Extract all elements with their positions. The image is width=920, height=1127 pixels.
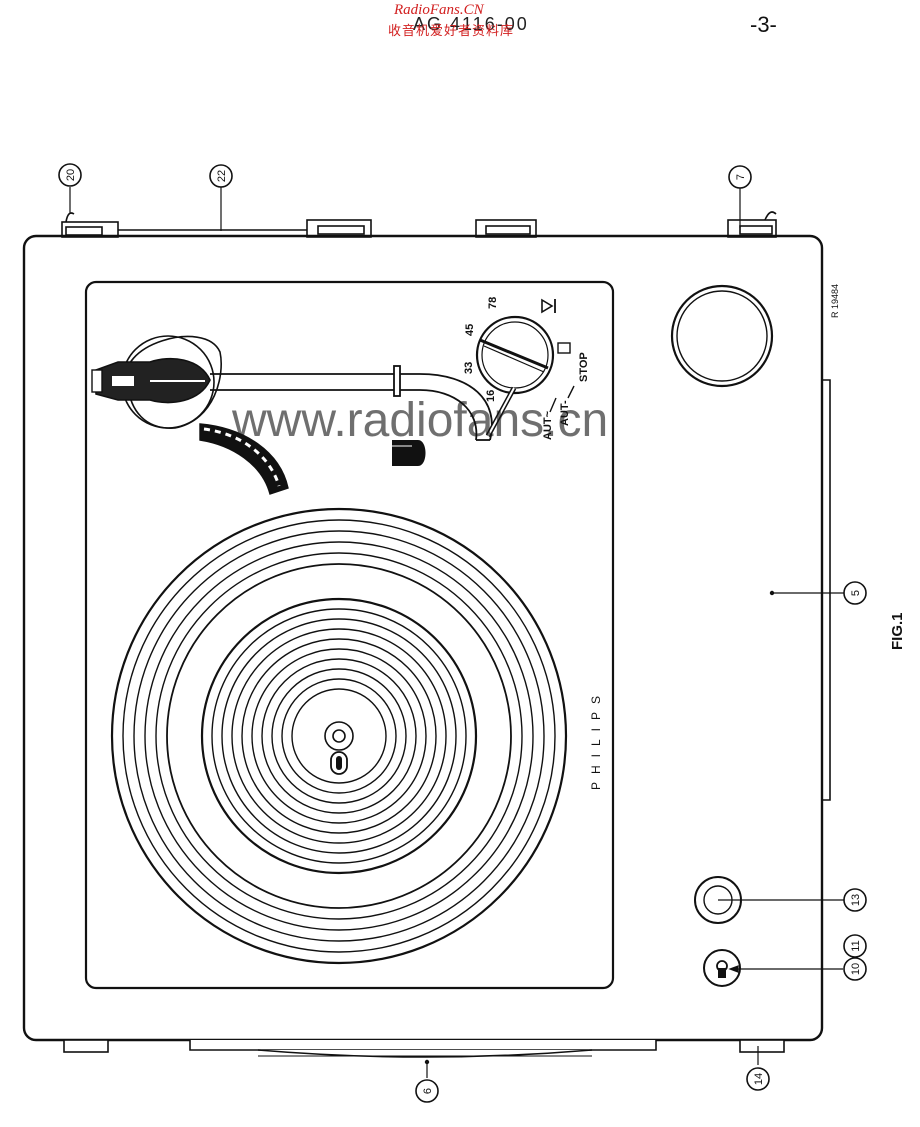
site-name: RadioFans.CN	[394, 2, 484, 18]
mode-label-stop: STOP	[578, 352, 590, 382]
mode-label-aut-ac: AUT~	[542, 410, 554, 440]
eject-icon	[541, 298, 556, 314]
site-subtitle: 收音机爱好者资料库	[388, 23, 515, 38]
mode-label-aut-dc: AUT-	[559, 400, 571, 426]
speed-labels: 16 33 45 78 AUT~ AUT- STOP	[463, 297, 590, 440]
callout-11-label: 11	[850, 940, 862, 951]
top-tabs	[61, 211, 777, 238]
callout-10: 10	[843, 957, 867, 981]
callout-11: 11	[843, 934, 867, 958]
speed-label-78: 78	[487, 297, 499, 309]
callout-14-label: 14	[753, 1073, 765, 1085]
callout-13-label: 13	[850, 894, 862, 906]
figure-label: FIG.1	[889, 612, 906, 650]
speed-label-33: 33	[463, 362, 475, 374]
model-number: AG 4116-00	[413, 14, 529, 34]
callout-10-label: 10	[850, 963, 862, 975]
page-number: -3-	[750, 12, 777, 37]
speed-label-45: 45	[464, 324, 476, 336]
callout-20: 20	[58, 163, 82, 187]
callout-5-label: 5	[850, 590, 862, 596]
callout-6-label: 6	[422, 1088, 434, 1094]
speed-selector	[475, 315, 571, 438]
speed-label-16: 16	[485, 390, 497, 402]
selector-knob	[703, 949, 741, 987]
callout-22: 22	[209, 164, 233, 188]
speaker-grille	[670, 284, 774, 388]
bottom-tabs	[63, 1039, 785, 1058]
callout-14: 14	[746, 1067, 770, 1091]
callout-6: 6	[415, 1079, 439, 1103]
callout-20-label: 20	[65, 169, 77, 181]
case-side-edge	[822, 379, 831, 801]
callout-5: 5	[843, 581, 867, 605]
brand-text: PHILIPS	[589, 688, 603, 790]
callout-leaders	[69, 187, 844, 1078]
drawing-reference: R 19484	[830, 284, 840, 318]
tonearm-head	[91, 357, 211, 404]
deck-plate	[84, 280, 615, 990]
callouts: 20 22 7 5 13 10 11 14	[58, 163, 867, 1103]
callout-22-label: 22	[216, 170, 228, 182]
callout-7: 7	[728, 165, 752, 189]
callout-13: 13	[843, 888, 867, 912]
spindle	[324, 721, 354, 775]
callout-7-label: 7	[735, 174, 747, 180]
platter	[110, 507, 568, 965]
arm-rest	[199, 423, 289, 495]
watermark: www.radiofans.cn	[231, 394, 608, 447]
